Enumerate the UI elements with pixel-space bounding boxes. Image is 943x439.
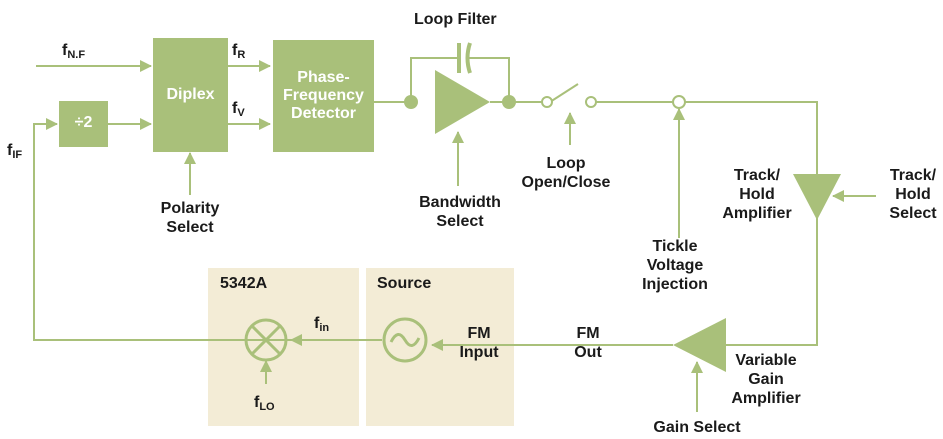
capacitor-icon <box>457 42 472 74</box>
fm-input-label: FM Input <box>459 324 498 362</box>
panel-source-title: Source <box>377 275 432 292</box>
fm-input-line1: FM <box>467 325 491 342</box>
fm-out-line2: Out <box>574 344 602 361</box>
panel-5342a-title: 5342A <box>220 275 268 292</box>
divider-block <box>59 101 108 147</box>
node-filter-out <box>502 95 516 109</box>
wire-cap-left <box>410 57 459 102</box>
polarity-select-line1: Polarity <box>160 200 220 217</box>
track-hold-select-label: Track/ Hold Select <box>889 166 936 223</box>
switch-contact-right <box>585 96 597 108</box>
tickle-summing-node <box>672 95 686 109</box>
diplex-block <box>153 38 228 152</box>
mixer-icon <box>244 318 288 362</box>
detector-label-line3: Detector <box>291 105 356 122</box>
wire-fif-loop <box>33 118 318 341</box>
vga-line3: Amplifier <box>731 390 801 407</box>
signal-fif: fIF <box>7 142 23 161</box>
switch-contact-left <box>541 96 553 108</box>
track-amp-line3: Amplifier <box>722 205 792 222</box>
polarity-select-line2: Select <box>166 219 214 236</box>
wire-main <box>596 101 818 174</box>
bandwidth-select-label: Bandwidth Select <box>419 193 501 231</box>
loop-open-close-line1: Loop <box>546 155 586 172</box>
gain-select-label: Gain Select <box>653 419 741 436</box>
loop-open-close-label: Loop Open/Close <box>522 154 611 192</box>
track-amp-line2: Hold <box>739 186 775 203</box>
track-sel-line3: Select <box>889 205 937 222</box>
diplex-label: Diplex <box>166 86 215 103</box>
bandwidth-select-line2: Select <box>436 213 484 230</box>
node-filter-in <box>404 95 418 109</box>
tickle-voltage-injection-label: Tickle Voltage Injection <box>642 237 708 294</box>
track-sel-line2: Hold <box>895 186 931 203</box>
wire-cap-right <box>468 57 510 102</box>
oscillator-icon <box>382 317 428 363</box>
track-sel-line1: Track/ <box>889 167 937 184</box>
track-hold-amplifier-label: Track/ Hold Amplifier <box>722 166 791 223</box>
phase-frequency-detector-block <box>273 40 374 152</box>
track-amp-line1: Track/ <box>733 167 781 184</box>
variable-gain-amplifier <box>673 318 726 372</box>
signal-fnf: fN.F <box>62 42 86 61</box>
bandwidth-select-line1: Bandwidth <box>419 194 501 211</box>
divider-label: ÷2 <box>74 114 93 131</box>
loop-open-close-line2: Open/Close <box>521 174 611 191</box>
wire-th-to-vga <box>726 218 818 346</box>
fm-out-label: FM Out <box>574 324 602 362</box>
tickle-line2: Voltage <box>646 257 704 274</box>
tickle-line3: Injection <box>642 276 708 293</box>
polarity-select-label: Polarity Select <box>161 199 220 237</box>
loop-filter-amplifier <box>435 70 490 134</box>
fm-out-line1: FM <box>576 325 600 342</box>
track-hold-amplifier <box>793 174 841 220</box>
loop-filter-label: Loop Filter <box>414 11 497 28</box>
variable-gain-amplifier-label: Variable Gain Amplifier <box>731 351 800 408</box>
detector-label: Phase- Frequency Detector <box>273 69 374 123</box>
signal-flo: fLO <box>254 394 275 413</box>
detector-label-line1: Phase- <box>297 69 350 86</box>
vga-line2: Gain <box>748 371 784 388</box>
fm-input-line2: Input <box>459 344 499 361</box>
tickle-line1: Tickle <box>652 238 698 255</box>
loop-switch-blade <box>549 83 579 103</box>
vga-line1: Variable <box>735 352 797 369</box>
signal-fr: fR <box>232 42 246 61</box>
signal-fin: fin <box>314 315 330 334</box>
signal-fv: fV <box>232 100 245 119</box>
detector-label-line2: Frequency <box>283 87 364 104</box>
